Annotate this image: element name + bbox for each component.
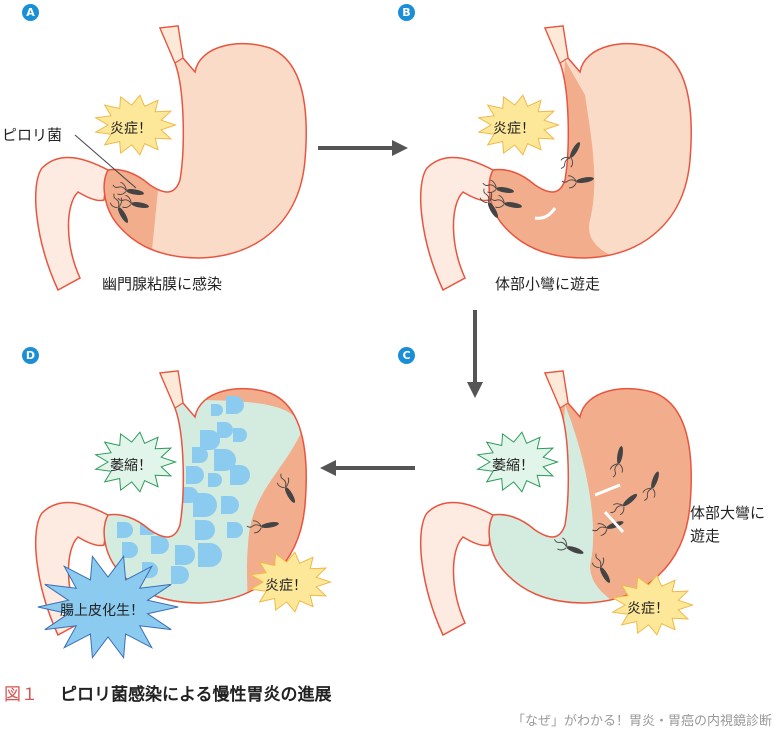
burst-a-inflammation: 炎症！: [110, 121, 152, 137]
burst-d-inflammation: 炎症！: [265, 578, 307, 594]
metaplasia-patch: [217, 422, 233, 438]
panel-d-badge: D: [22, 347, 39, 364]
burst-d-inflam-shape: [249, 551, 333, 613]
metaplasia-patch: [233, 428, 247, 442]
metaplasia-patch: [175, 545, 195, 565]
burst-a: [94, 94, 178, 156]
figure-caption: 図１ ピロリ菌感染による慢性胃炎の進展: [4, 680, 332, 705]
metaplasia-patch: [230, 465, 250, 485]
metaplasia-patch: [198, 543, 222, 567]
bacterium-icon: [609, 446, 623, 478]
burst-d-atrophy: 萎縮！: [110, 458, 152, 474]
metaplasia-patch: [186, 466, 204, 484]
burst-d-metaplasia: 腸上皮化生！: [60, 603, 144, 619]
panel-a-badge: A: [22, 4, 39, 21]
migration-arrow: [594, 483, 625, 534]
metaplasia-patch: [208, 473, 222, 487]
stomach-panel-a: [34, 25, 307, 291]
panel-b-badge: B: [398, 4, 415, 21]
arrow-c-to-d: [320, 460, 415, 476]
pylori-label: ピロリ菌: [2, 126, 63, 144]
burst-d-atrophy-shape: [94, 431, 178, 493]
bacterium-icon: [112, 181, 144, 195]
bacterium-icon: [479, 188, 499, 218]
metaplasia-patch: [171, 566, 189, 584]
arrow-a-to-b: [318, 140, 408, 156]
panel-c-badge: C: [398, 347, 415, 364]
panel-b-caption: 体部小彎に遊走: [495, 275, 601, 293]
esophagus: [159, 370, 184, 409]
figure-source: 「なぜ」がわかる！胃炎・胃癌の内視鏡診断: [511, 714, 772, 729]
burst-c-atrophy-shape: [476, 431, 560, 493]
bacterium-icon: [610, 493, 638, 516]
bacterium-icon: [276, 473, 296, 503]
bacterium-icon: [117, 194, 149, 208]
burst-b: [477, 94, 561, 156]
panel-a-caption: 幽門腺粘膜に感染: [102, 275, 223, 293]
bacterium-icon: [591, 553, 611, 583]
bacterium-icon: [560, 142, 581, 169]
metaplasia-patch: [211, 404, 223, 416]
burst-c-atrophy: 萎縮！: [492, 458, 534, 474]
esophagus: [544, 370, 569, 409]
bacterium-icon: [490, 194, 522, 208]
esophagus: [159, 25, 184, 64]
arrow-b-to-c: [467, 310, 483, 398]
burst-c-inflam-shape: [611, 574, 695, 636]
migration-arrow: [534, 207, 557, 220]
metaplasia-patch: [192, 447, 208, 463]
metaplasia-patch: [227, 522, 243, 538]
metaplasia-patch: [195, 520, 215, 540]
stomach-panel-b: [419, 25, 692, 291]
pointer-line: [74, 134, 137, 189]
panel-c-caption-1: 体部大彎に: [690, 504, 766, 522]
metaplasia-patch: [122, 542, 138, 558]
burst-c-inflammation: 炎症！: [627, 601, 669, 617]
bacterium-icon: [246, 520, 279, 534]
bacterium-icon: [561, 175, 594, 189]
bacterium-icon: [109, 193, 129, 223]
burst-b-inflammation: 炎症！: [493, 121, 535, 137]
figure-title: ピロリ菌感染による慢性胃炎の進展: [60, 685, 332, 705]
metaplasia-patch: [226, 396, 244, 414]
burst-d-metaplasia-shape: [37, 554, 179, 660]
metaplasia-patch: [117, 522, 133, 538]
bacterium-icon: [642, 471, 659, 501]
metaplasia-patch: [221, 496, 239, 514]
metaplasia-patch: [162, 512, 178, 528]
metaplasia-patch: [200, 430, 220, 450]
panel-c-caption-2: 遊走: [690, 527, 721, 545]
bacterium-icon: [482, 179, 514, 193]
bacterium-icon: [554, 537, 584, 554]
metaplasia-patch: [193, 493, 217, 517]
metaplasia-patch: [151, 536, 169, 554]
figure-number: 図１: [4, 685, 38, 705]
esophagus: [544, 25, 569, 64]
